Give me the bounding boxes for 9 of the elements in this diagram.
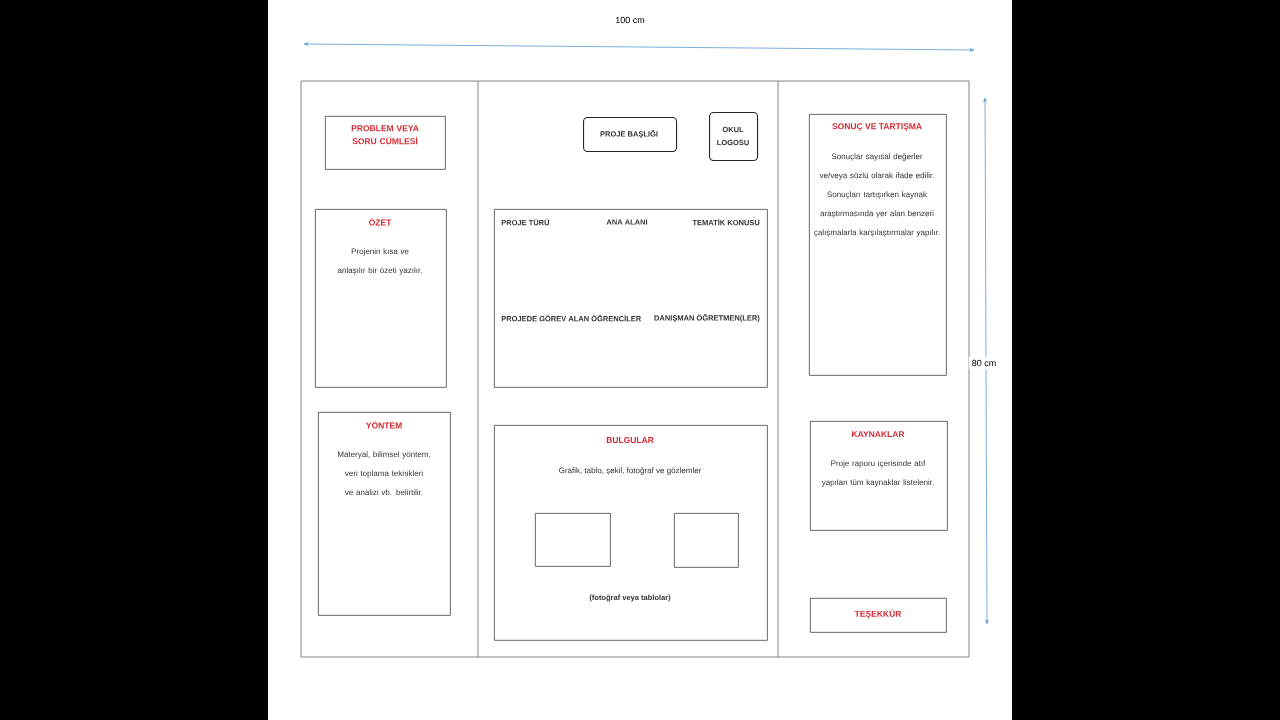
empty-box	[674, 513, 739, 568]
text-box: SONUÇ VE TARTIŞMA Sonuçlar sayısal değerler ve/veya sözlü olarak ifade edilir. Sonuçları tartışırken kaynak araştırmasında yer alan benzeri çalışmalarla karşılaştırmalar yapılır.	[809, 114, 947, 376]
text-box: TEŞEKKÜR	[810, 598, 947, 633]
text-box: PROBLEM VEYA SORU CÜMLESİ	[325, 116, 446, 170]
empty-box	[535, 513, 611, 567]
text-box: ÖZET Projenin kısa ve anlaşılır bir özeti yazılır.	[315, 209, 447, 388]
text-box: KAYNAKLAR Proje raporu içerisinde atıf yapılan tüm kaynaklar listelenir.	[810, 421, 948, 531]
dimension-label: 100 cm	[613, 14, 647, 26]
text-box: YÖNTEM Materyal, bilimsel yöntem, veri toplama teknikleri ve analizi vb. belirtilir.	[318, 412, 451, 616]
